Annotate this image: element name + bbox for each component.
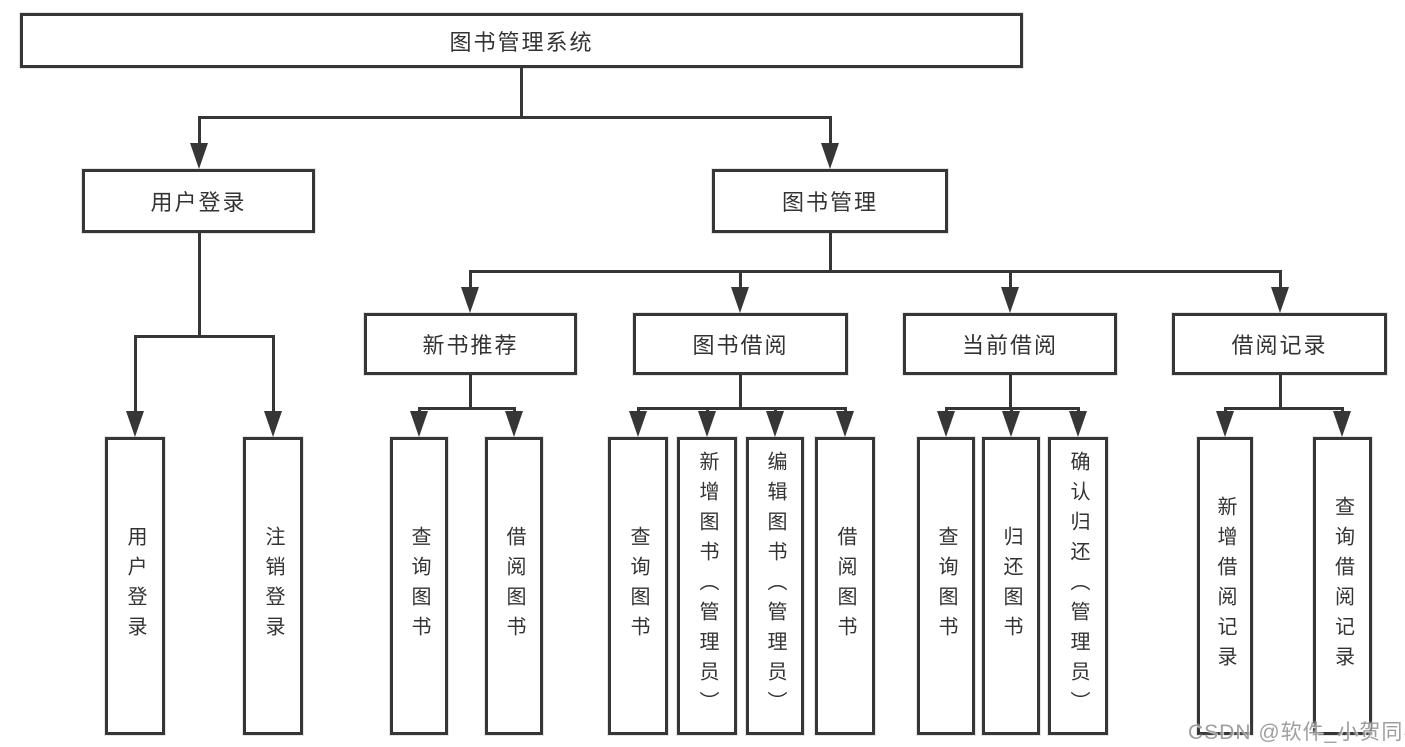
arrow-down-icon <box>1333 411 1351 437</box>
leaf-cb-confirm-return-admin: 确认归还（管理员） <box>1048 437 1108 735</box>
arrow-down-icon <box>410 411 428 437</box>
csdn-watermark: CSDN @软件_小贺同学 <box>1188 721 1405 744</box>
node-root-label: 图书管理系统 <box>449 29 594 55</box>
arrow-down-icon <box>1069 411 1087 437</box>
arrow-down-icon <box>461 287 479 313</box>
leaf-bb-edit-books-admin: 编辑图书（管理员） <box>746 437 804 735</box>
connector-new-book-rail <box>418 407 516 410</box>
node-book-mgmt: 图书管理 <box>712 169 948 233</box>
leaf-cb-return-books: 归还图书 <box>982 437 1040 735</box>
leaf-br-add-record: 新增借阅记录 <box>1197 437 1253 735</box>
leaf-bb-borrow-books-label: 借阅图书 <box>834 526 856 646</box>
node-borrow-records: 借阅记录 <box>1172 313 1387 375</box>
connector-root-rail <box>198 116 832 119</box>
leaf-nb-borrow-books-label: 借阅图书 <box>503 526 525 646</box>
node-new-book-rec-label: 新书推荐 <box>422 333 519 358</box>
node-root: 图书管理系统 <box>20 13 1023 68</box>
leaf-user-login: 用户登录 <box>105 437 165 735</box>
leaf-br-query-record: 查询借阅记录 <box>1313 437 1372 735</box>
connector-drop-user-login <box>198 116 201 146</box>
arrow-down-icon <box>698 411 716 437</box>
leaf-logout: 注销登录 <box>243 437 303 735</box>
leaf-bb-add-books-admin-label: 新增图书（管理员） <box>696 451 718 721</box>
connector-book-mgmt-rail <box>469 270 1282 273</box>
node-book-mgmt-label: 图书管理 <box>781 190 878 215</box>
connector-user-login-rail <box>134 335 275 338</box>
leaf-nb-query-books: 查询图书 <box>390 437 448 735</box>
node-book-borrow: 图书借阅 <box>633 313 848 375</box>
arrow-down-icon <box>264 411 282 437</box>
arrow-down-icon <box>1271 287 1289 313</box>
arrow-down-icon <box>731 287 749 313</box>
node-current-borrow-label: 当前借阅 <box>961 333 1058 358</box>
arrow-down-icon <box>836 411 854 437</box>
arrow-down-icon <box>126 411 144 437</box>
connector-root-stem <box>520 68 523 116</box>
connector-drop-leaf-logout <box>272 335 275 413</box>
connector-drop-new-book <box>469 270 472 289</box>
leaf-nb-query-books-label: 查询图书 <box>408 526 430 646</box>
connector-new-book-stem <box>469 375 472 407</box>
arrow-down-icon <box>505 411 523 437</box>
leaf-br-add-record-label: 新增借阅记录 <box>1214 496 1236 676</box>
leaf-br-query-record-label: 查询借阅记录 <box>1331 496 1354 676</box>
arrow-down-icon <box>821 143 839 169</box>
connector-drop-book-mgmt <box>829 116 832 146</box>
arrow-down-icon <box>629 411 647 437</box>
leaf-cb-query-books: 查询图书 <box>917 437 975 735</box>
connector-drop-borrow-records <box>1279 270 1282 289</box>
node-book-borrow-label: 图书借阅 <box>692 333 789 358</box>
leaf-user-login-label: 用户登录 <box>124 526 146 646</box>
connector-book-mgmt-stem <box>829 233 832 270</box>
connector-current-borrow-stem <box>1009 375 1012 407</box>
connector-drop-leaf-login <box>134 335 137 413</box>
arrow-down-icon <box>937 411 955 437</box>
connector-book-borrow-stem <box>739 375 742 407</box>
connector-drop-current-borrow <box>1009 270 1012 289</box>
connector-borrow-records-stem <box>1279 375 1282 407</box>
leaf-logout-label: 注销登录 <box>262 526 284 646</box>
arrow-down-icon <box>1002 411 1020 437</box>
leaf-cb-return-books-label: 归还图书 <box>1000 526 1022 646</box>
node-current-borrow: 当前借阅 <box>903 313 1117 375</box>
connector-borrow-records-rail <box>1224 407 1344 410</box>
arrow-down-icon <box>766 411 784 437</box>
leaf-nb-borrow-books: 借阅图书 <box>485 437 543 735</box>
arrow-down-icon <box>190 143 208 169</box>
arrow-down-icon <box>1001 287 1019 313</box>
leaf-bb-query-books: 查询图书 <box>608 437 668 735</box>
leaf-bb-add-books-admin: 新增图书（管理员） <box>677 437 737 735</box>
leaf-cb-query-books-label: 查询图书 <box>935 526 957 646</box>
arrow-down-icon <box>1216 411 1234 437</box>
connector-drop-book-borrow <box>739 270 742 289</box>
leaf-bb-borrow-books: 借阅图书 <box>815 437 875 735</box>
connector-book-borrow-rail <box>637 407 846 410</box>
node-borrow-records-label: 借阅记录 <box>1231 333 1328 358</box>
node-user-login-label: 用户登录 <box>150 190 247 215</box>
node-user-login: 用户登录 <box>82 169 315 233</box>
leaf-bb-query-books-label: 查询图书 <box>627 526 649 646</box>
leaf-cb-confirm-return-admin-label: 确认归还（管理员） <box>1067 451 1089 721</box>
node-new-book-rec: 新书推荐 <box>364 313 577 375</box>
connector-user-login-stem <box>198 233 201 335</box>
leaf-bb-edit-books-admin-label: 编辑图书（管理员） <box>764 451 786 721</box>
